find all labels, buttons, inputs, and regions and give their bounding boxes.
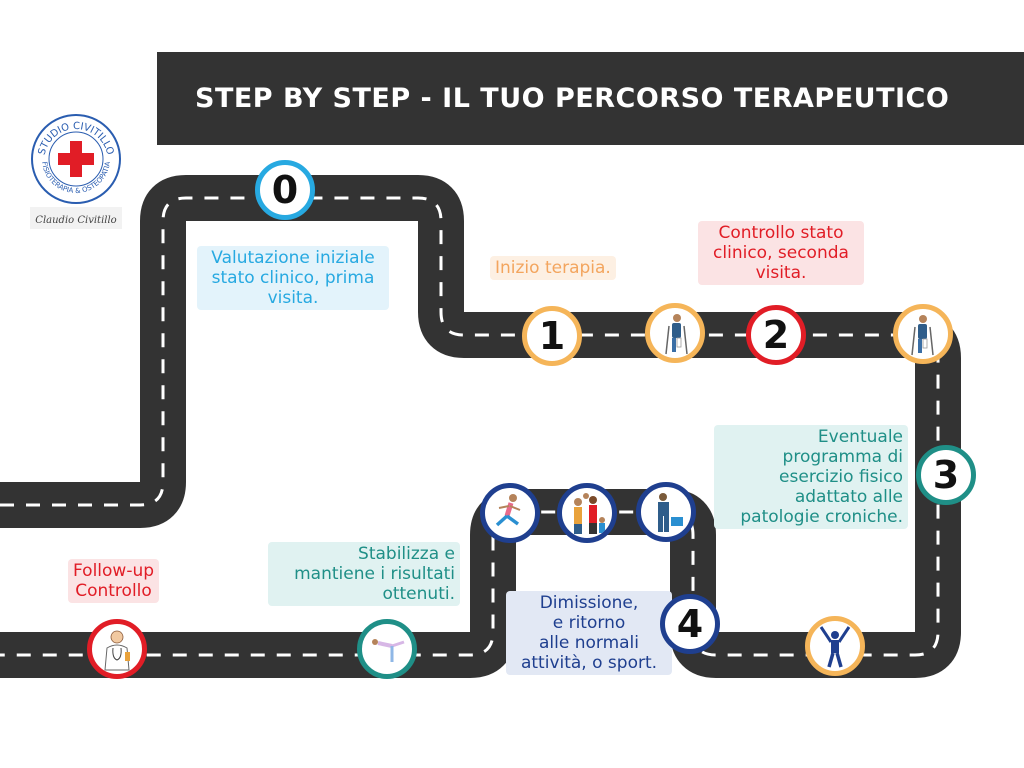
- step-1-node: 1: [522, 306, 582, 366]
- doctor-icon: [87, 619, 147, 679]
- page-title: STEP BY STEP - IL TUO PERCORSO TERAPEUTI…: [195, 83, 950, 114]
- worker-with-toolbox-icon: [636, 482, 696, 542]
- step-4-node: 4: [660, 594, 720, 654]
- step-2-caption: Controllo stato clinico, seconda visita.: [698, 221, 864, 285]
- stabilize-caption: Stabilizza e mantiene i risultati ottenu…: [268, 542, 460, 606]
- header-bar: STEP BY STEP - IL TUO PERCORSO TERAPEUTI…: [157, 52, 1024, 145]
- person-with-crutches-icon: [893, 304, 953, 364]
- celebrating-person-icon: [805, 616, 865, 676]
- person-with-crutches-icon: [645, 303, 705, 363]
- running-woman-icon: [480, 483, 540, 543]
- step-3-node: 3: [916, 445, 976, 505]
- step-0-node: 0: [255, 160, 315, 220]
- step-1-caption: Inizio terapia.: [490, 256, 616, 280]
- studio-logo: STUDIO CIVITILLO FISIOTERAPIA & OSTEOPAT…: [28, 113, 124, 233]
- step-2-node: 2: [746, 305, 806, 365]
- followup-caption: Follow-up Controllo: [68, 559, 160, 603]
- yoga-pose-icon: [357, 619, 417, 679]
- step-0-caption: Valutazione iniziale stato clinico, prim…: [197, 246, 389, 310]
- step-3-caption: Eventuale programma di esercizio fisico …: [714, 425, 908, 529]
- family-icon: [557, 483, 617, 543]
- step-4-caption: Dimissione, e ritorno alle normali attiv…: [506, 591, 672, 675]
- logo-signature: Claudio Civitillo: [35, 215, 116, 226]
